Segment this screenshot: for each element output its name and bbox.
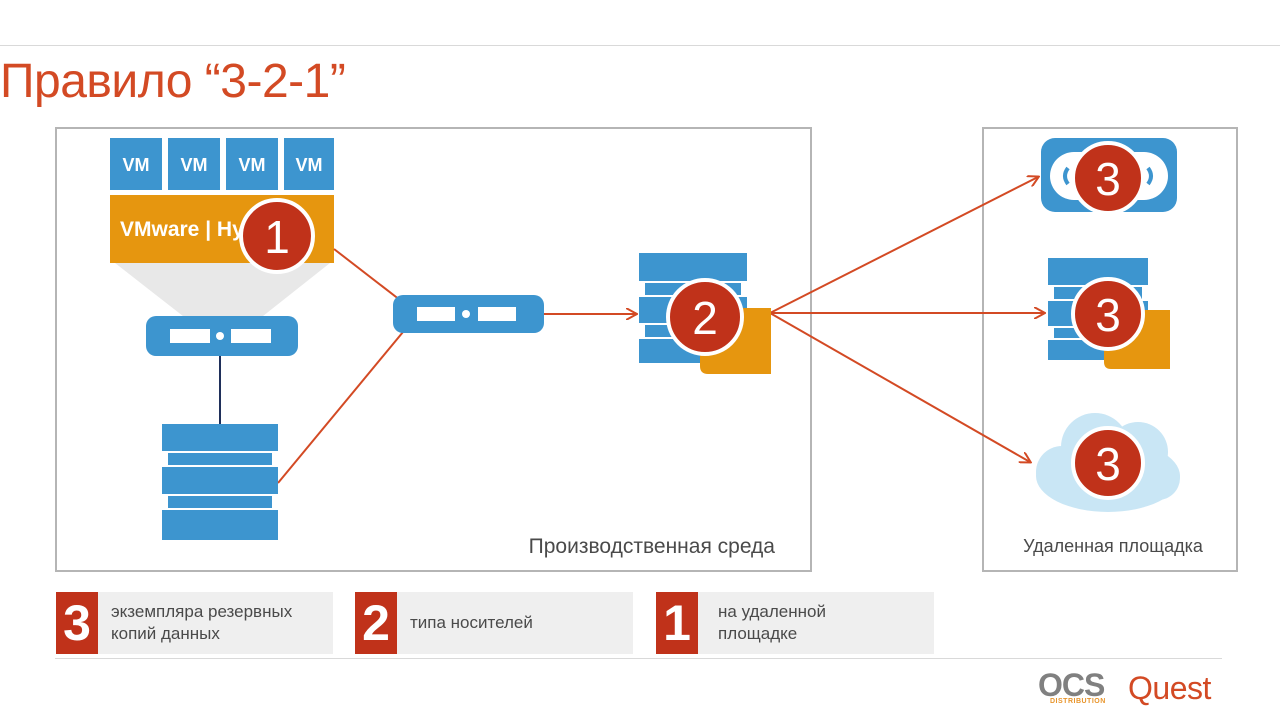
page-title: Правило “3-2-1” xyxy=(0,55,346,108)
svg-text:1: 1 xyxy=(264,211,290,263)
badge-1: 1 xyxy=(239,198,315,274)
connector-line xyxy=(333,248,401,301)
connector-line xyxy=(277,331,404,484)
legend-text: на удаленной площадке xyxy=(718,602,826,643)
vm-box xyxy=(110,138,162,190)
production-environment-box xyxy=(55,127,812,572)
host-server-icon xyxy=(146,316,298,356)
legend-text: экземпляра резервных копий данных xyxy=(111,602,293,643)
vm-label: VM xyxy=(296,155,323,175)
production-environment-label: Производственная среда xyxy=(529,535,776,558)
vm-group: VM VM VM VM xyxy=(110,138,334,190)
badge-3-cloud: 3 xyxy=(1071,426,1145,500)
legend-number: 3 xyxy=(56,592,98,654)
vm-label: VM xyxy=(239,155,266,175)
legend-item-copies: 3 экземпляра резервных копий данных xyxy=(56,592,333,654)
arrow-to-tape xyxy=(769,177,1038,314)
quest-logo: Quest xyxy=(1128,670,1211,706)
legend-number: 1 xyxy=(656,592,698,654)
vm-label: VM xyxy=(123,155,150,175)
vm-box xyxy=(168,138,220,190)
svg-text:2: 2 xyxy=(692,292,718,344)
badge-3-tape: 3 xyxy=(1071,141,1145,215)
vm-box xyxy=(226,138,278,190)
ocs-logo-subtitle: DISTRIBUTION xyxy=(1050,698,1106,705)
top-divider xyxy=(0,45,1280,46)
legend-item-media: 2 типа носителей xyxy=(355,592,633,654)
ocs-logo: OCS DISTRIBUTION xyxy=(1038,668,1118,708)
hypervisor-funnel xyxy=(115,263,330,320)
production-storage-icon xyxy=(162,424,278,540)
svg-text:3: 3 xyxy=(1095,153,1121,205)
badge-3-server: 3 xyxy=(1071,277,1145,351)
legend-number: 2 xyxy=(355,592,397,654)
svg-text:3: 3 xyxy=(1095,438,1121,490)
remote-site-label: Удаленная площадка xyxy=(1023,536,1204,556)
legend-item-offsite: 1 на удаленной площадке xyxy=(656,592,934,654)
badge-2: 2 xyxy=(666,278,744,356)
legend-text: типа носителей xyxy=(410,613,533,632)
arrow-to-cloud xyxy=(769,312,1030,462)
ocs-logo-text: OCS xyxy=(1038,667,1105,703)
vm-box xyxy=(284,138,334,190)
vm-label: VM xyxy=(181,155,208,175)
backup-proxy-icon xyxy=(393,295,544,333)
svg-text:3: 3 xyxy=(1095,289,1121,341)
remote-site-box xyxy=(982,127,1238,572)
bottom-divider xyxy=(55,658,1222,659)
